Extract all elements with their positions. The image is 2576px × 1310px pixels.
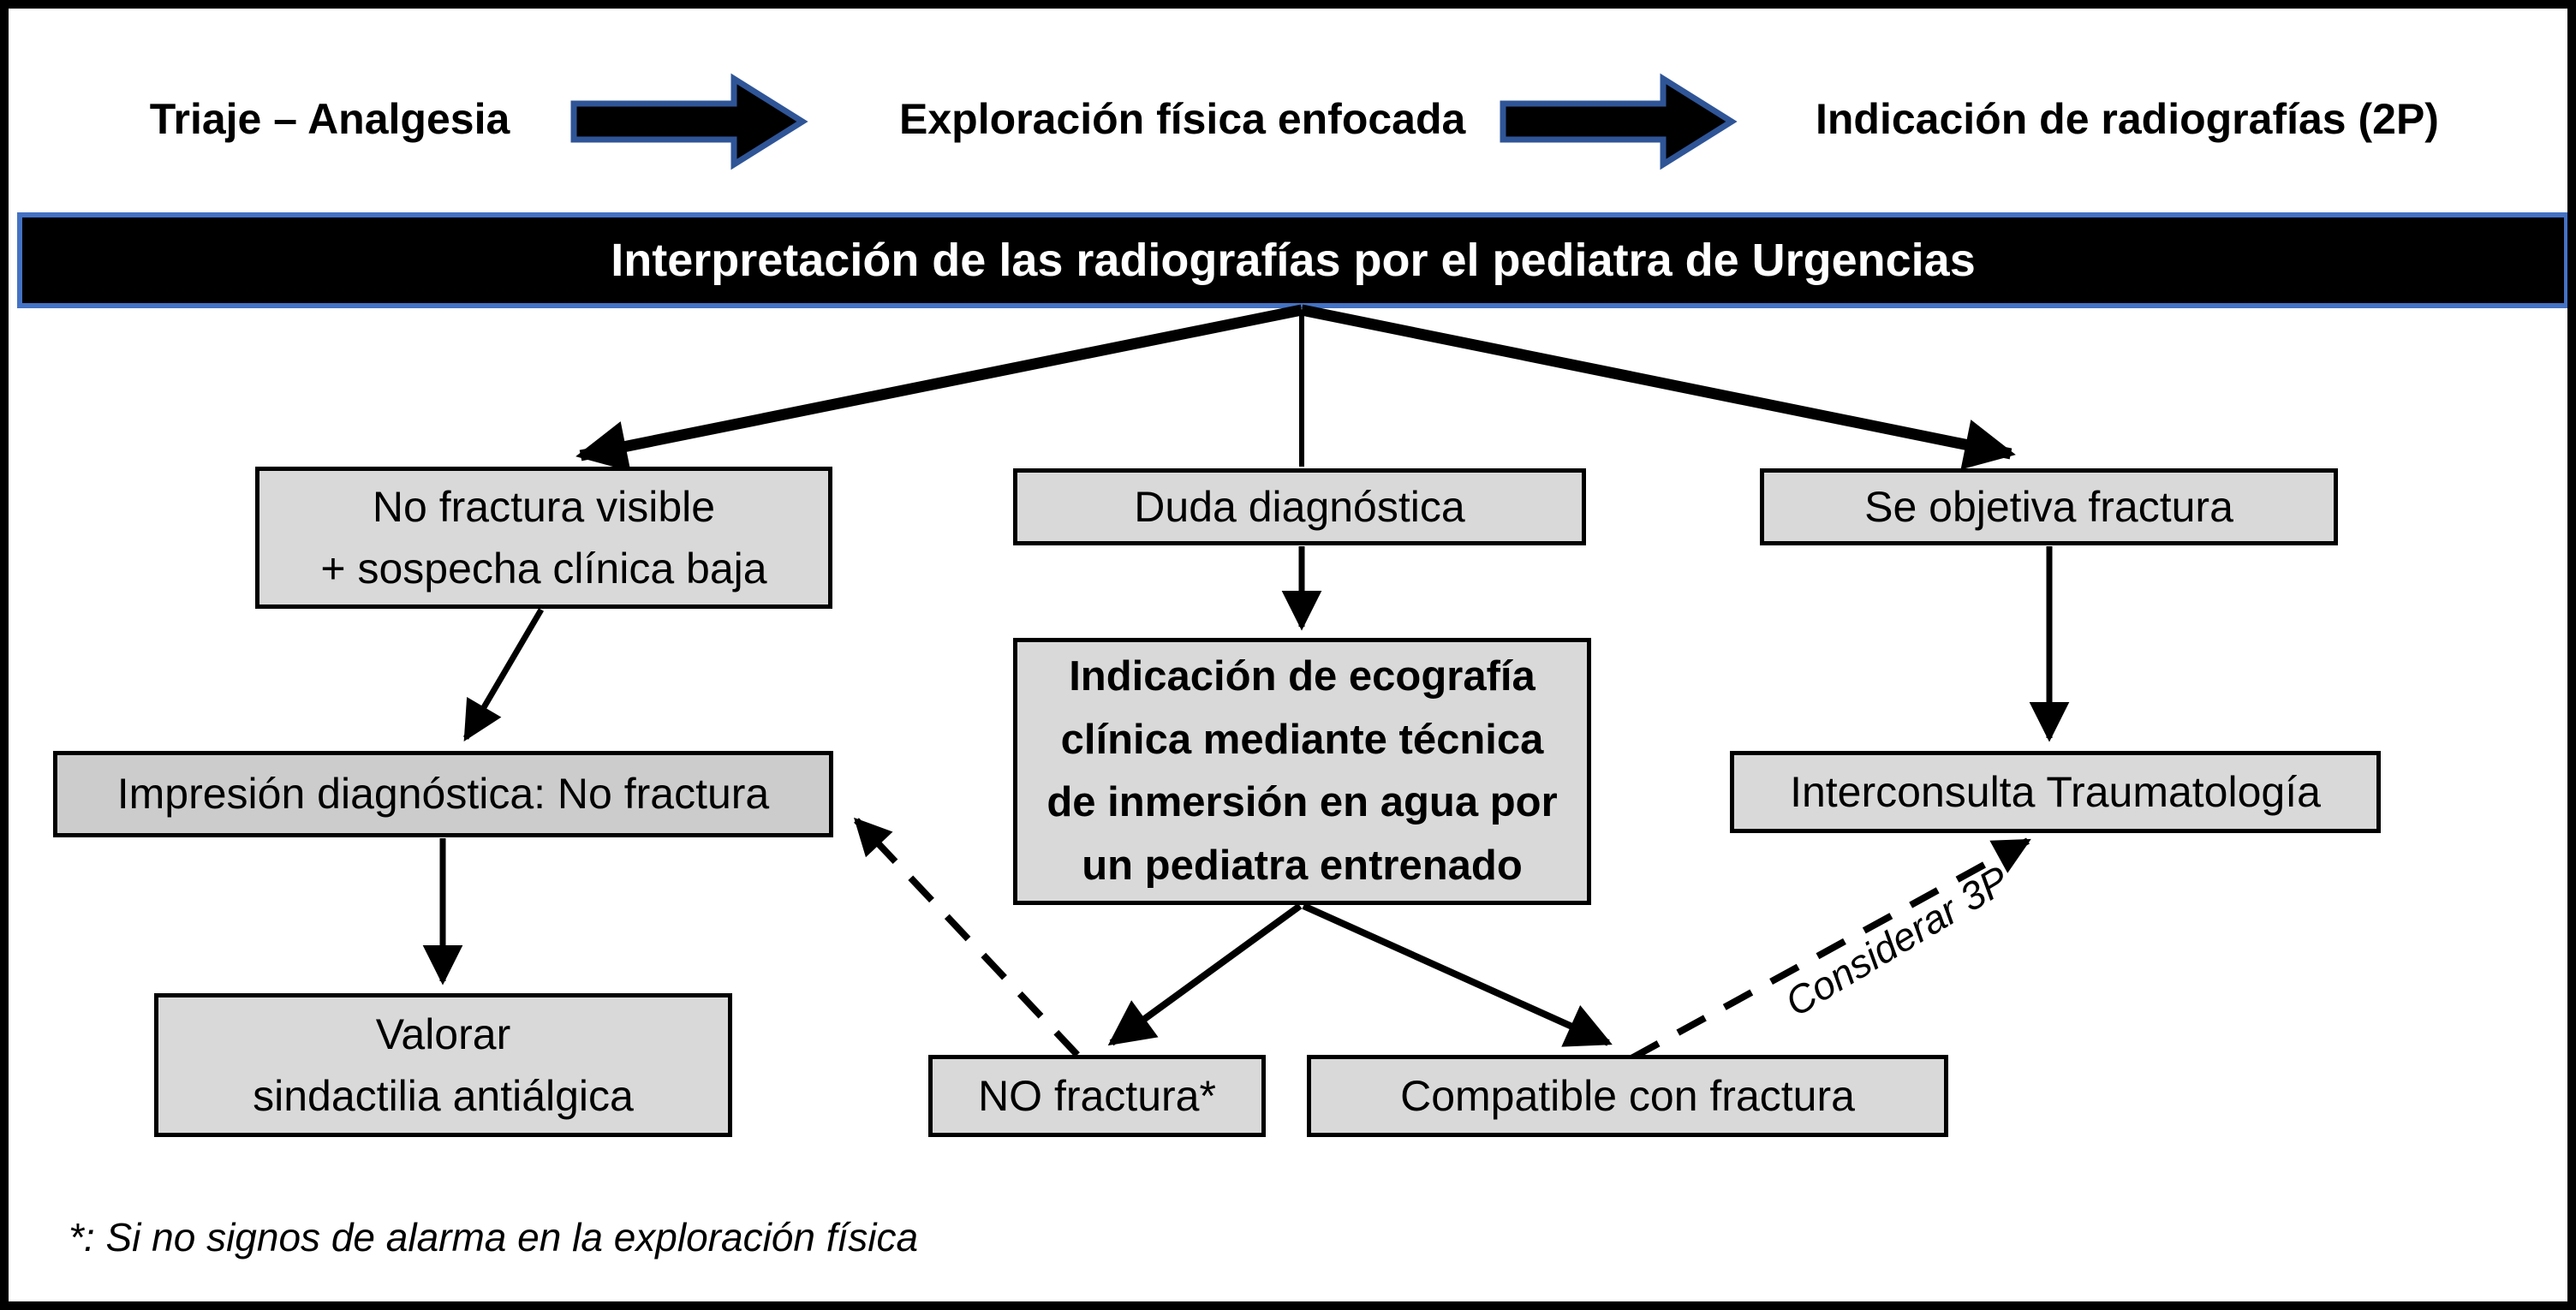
- node-line: Compatible con fractura: [1400, 1071, 1855, 1120]
- node-line: clínica mediante técnica: [1060, 716, 1544, 763]
- node-line: Indicación de ecografía: [1069, 653, 1535, 700]
- banner-interpretacion: Interpretación de las radiografías por e…: [17, 212, 2567, 308]
- node-line: de inmersión en agua por: [1046, 779, 1558, 825]
- edge-banner-to-no-fracture-visible: [575, 304, 1303, 472]
- node-compatible-con-fractura: Compatible con fractura: [1307, 1055, 1948, 1137]
- right-block-arrow-icon: [570, 73, 808, 170]
- node-se-objetiva-fractura: Se objetiva fractura: [1760, 468, 2338, 545]
- footnote: *: Si no signos de alarma en la explorac…: [69, 1215, 919, 1259]
- node-line: + sospecha clínica baja: [320, 545, 767, 592]
- node-no-fracture-visible: No fractura visible + sospecha clínica b…: [255, 467, 832, 609]
- edge-label-considerar-3p: Considerar 3P: [1777, 856, 2017, 1026]
- node-interconsulta-traumatologia: Interconsulta Traumatología: [1730, 751, 2381, 833]
- node-line: Duda diagnóstica: [1134, 482, 1465, 531]
- node-no-fractura: NO fractura*: [928, 1055, 1266, 1137]
- node-line: No fractura visible: [372, 482, 716, 531]
- node-line: Se objetiva fractura: [1864, 482, 2233, 531]
- node-valorar-sindactilia: Valorar sindactilia antiálgica: [154, 993, 732, 1137]
- node-impresion-diagnostica: Impresión diagnóstica: No fractura: [53, 751, 833, 837]
- top-step-triage: Triaje – Analgesia: [149, 95, 510, 143]
- node-line: Interconsulta Traumatología: [1790, 767, 2321, 816]
- edge-ecografia-to-no-fractura: [1107, 902, 1303, 1046]
- edge-banner-to-se-objetiva: [1300, 304, 2016, 470]
- node-line: NO fractura*: [978, 1071, 1216, 1120]
- node-duda-diagnostica: Duda diagnóstica: [1013, 468, 1586, 545]
- top-step-exploracion: Exploración física enfocada: [899, 95, 1466, 143]
- node-ecografia: Indicación de ecografía clínica mediante…: [1013, 638, 1591, 905]
- node-line: Valorar: [375, 1009, 511, 1058]
- node-line: sindactilia antiálgica: [253, 1072, 634, 1120]
- top-step-radiografias: Indicación de radiografías (2P): [1816, 95, 2439, 143]
- right-block-arrow-icon: [1500, 73, 1738, 170]
- node-line: un pediatra entrenado: [1082, 842, 1523, 889]
- node-line: Impresión diagnóstica: No fractura: [116, 770, 770, 819]
- banner-title: Interpretación de las radiografías por e…: [611, 235, 1976, 286]
- edge-ecografia-to-compatible: [1302, 902, 1613, 1047]
- edge-no-fracture-to-impresion: [462, 608, 545, 742]
